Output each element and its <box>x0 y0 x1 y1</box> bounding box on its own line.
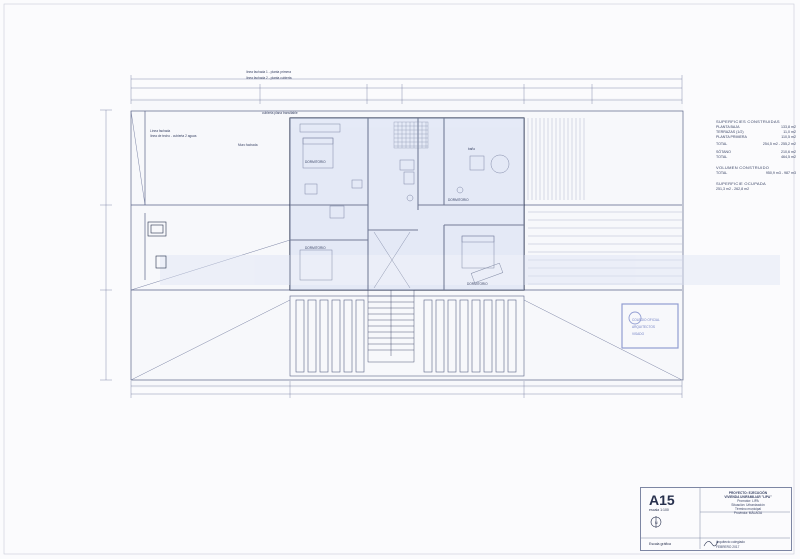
project-line: Término municipal <box>734 507 762 511</box>
sheet-code: A15 <box>649 492 675 508</box>
project-line: Situación: Urbanización <box>731 503 765 507</box>
north-arrow-icon <box>650 516 662 528</box>
pergola-slats <box>289 295 525 377</box>
stamp-text-1: COLEGIO OFICIAL <box>632 318 660 322</box>
sheet-code-sub: escala 1:100 <box>649 508 669 512</box>
room-label-bath: baño <box>468 147 476 151</box>
project-subtitle: VIVIENDA UNIFAMILIAR "LIPA" <box>724 495 772 499</box>
occupied-value: 251,3 m2 - 262,8 m2 <box>716 187 750 191</box>
stamp-text-2: ARQUITECTOS <box>632 325 655 329</box>
stats-row: TERRAZAS (1/2)11,0 m2 <box>716 130 796 134</box>
skylight-grid <box>393 121 429 149</box>
volume-title: VOLUMEN CONSTRUIDO <box>716 165 770 170</box>
left-dimension-lines <box>100 109 112 381</box>
room-label-dormitorio-2: DORMITORIO <box>305 246 326 250</box>
room-label-dormitorio-4: DORMITORIO <box>448 198 469 202</box>
top-dimension-lines <box>130 75 683 104</box>
project-line: Promotor: LIPA <box>737 499 759 503</box>
scale-label: Escala gráfica <box>649 542 671 546</box>
top-annotation-1: línea fachada 1 - planta primera <box>246 70 292 74</box>
room-label-dormitorio-3: DORMITORIO <box>467 282 488 286</box>
north-label: N <box>655 521 658 525</box>
signature-mark <box>703 540 719 547</box>
date-line: FEBRERO 2017 <box>716 545 740 549</box>
outer-plot-outline <box>130 110 684 381</box>
project-line: Provincia: MÁLAGA <box>733 511 763 515</box>
roof-ridge-lines <box>130 110 683 381</box>
sheet-border <box>3 3 795 555</box>
blue-overprint <box>160 118 780 290</box>
furniture <box>299 123 510 284</box>
stamp-text-3: VISADO <box>632 332 645 336</box>
bottom-dimension-lines <box>130 381 683 398</box>
title-block: A15 escala 1:100 N Escala gráfica <box>640 487 792 551</box>
mid-annotation: Muro fachada <box>238 143 258 147</box>
architect-line: Arquitecto colegiado <box>716 540 745 544</box>
staircase <box>367 231 415 363</box>
roof-annotation: cubierta plana transitable <box>262 111 298 115</box>
left-annotation-2: Línea fachada <box>150 129 171 133</box>
project-info: PROYECTO: EJECUCIÓN VIVIENDA UNIFAMILIAR… <box>708 491 788 515</box>
occupied-title: SUPERFICIE OCUPADA <box>716 181 766 186</box>
left-details <box>147 221 167 269</box>
stats-title: SUPERFICIES CONSTRUIDAS <box>716 119 780 124</box>
top-annotation-2: línea fachada 2 - planta cubierta <box>246 76 292 80</box>
roof-slope-hatching <box>527 118 682 285</box>
room-label-dormitorio-1: DORMITORIO <box>305 160 326 164</box>
visado-stamp <box>621 303 679 349</box>
title-block-lines <box>640 487 790 549</box>
left-annotation: línea de techo - cubierta 2 aguas <box>150 134 197 138</box>
project-title: PROYECTO: EJECUCIÓN <box>728 491 768 495</box>
